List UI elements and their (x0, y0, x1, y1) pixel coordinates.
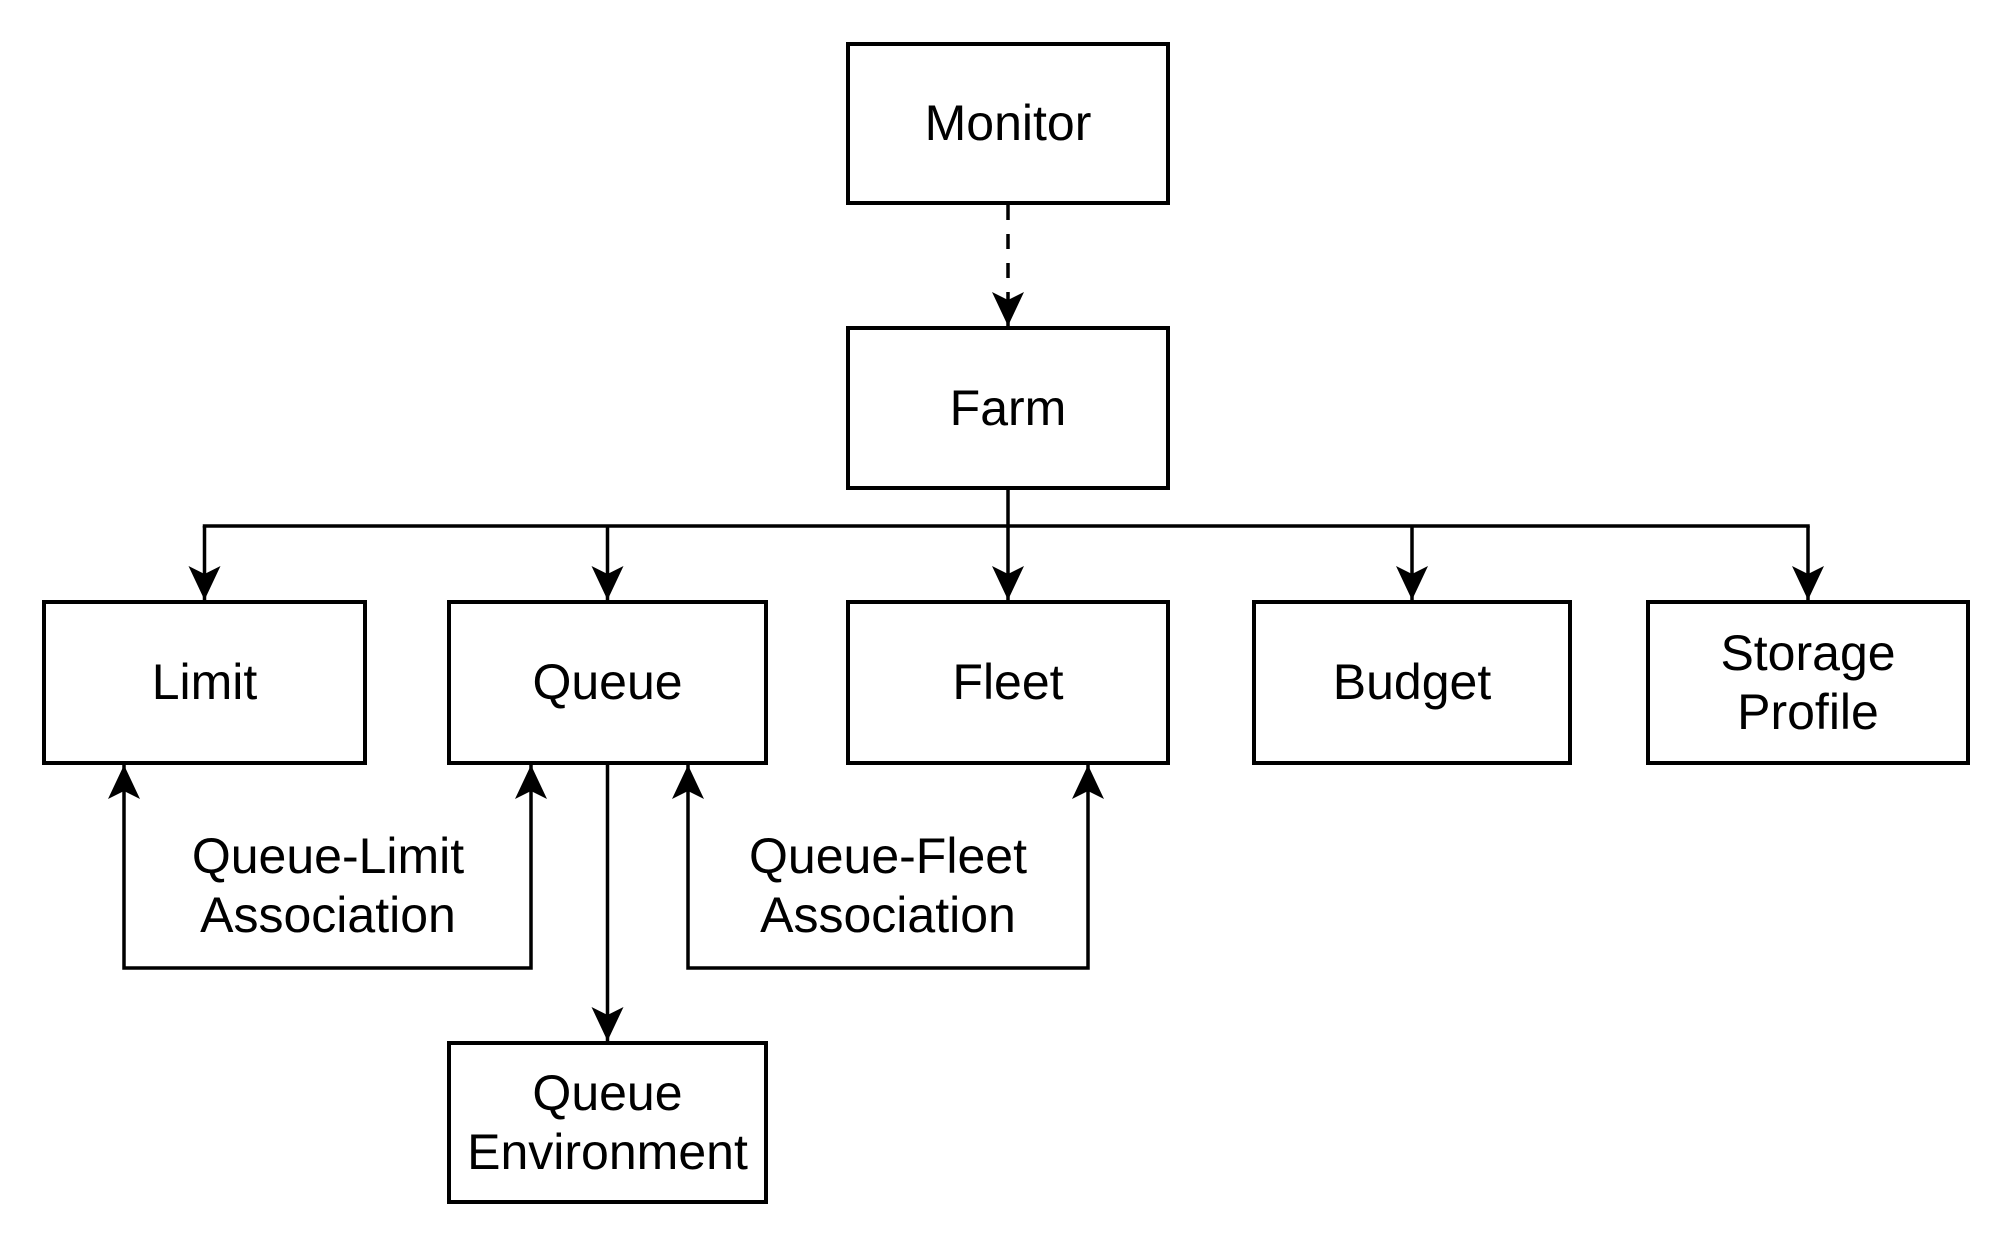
edge-label-queue-fleet-association: Queue-Fleet Association (749, 828, 1027, 943)
node-budget-label: Budget (1332, 654, 1492, 710)
node-fleet: Fleet (846, 600, 1170, 765)
edge-queue-fleet-association (672, 765, 1104, 970)
node-monitor: Monitor (846, 42, 1170, 205)
node-budget: Budget (1252, 600, 1572, 765)
node-farm: Farm (846, 326, 1170, 490)
node-queue: Queue (447, 600, 768, 765)
edge-label-queue-limit-association: Queue-Limit Association (191, 828, 465, 943)
node-limit: Limit (42, 600, 367, 765)
node-queue-environment-label: Queue Environment (467, 1064, 748, 1180)
node-storage-profile: Storage Profile (1646, 600, 1970, 765)
node-fleet-label: Fleet (952, 654, 1064, 710)
node-limit-label: Limit (151, 654, 258, 710)
node-farm-label: Farm (949, 379, 1067, 436)
edge-queue-limit-association (108, 765, 547, 970)
node-monitor-label: Monitor (924, 95, 1092, 151)
node-queue-label: Queue (532, 654, 683, 710)
node-storage-profile-label: Storage Profile (1720, 624, 1896, 740)
node-queue-environment: Queue Environment (447, 1041, 768, 1204)
